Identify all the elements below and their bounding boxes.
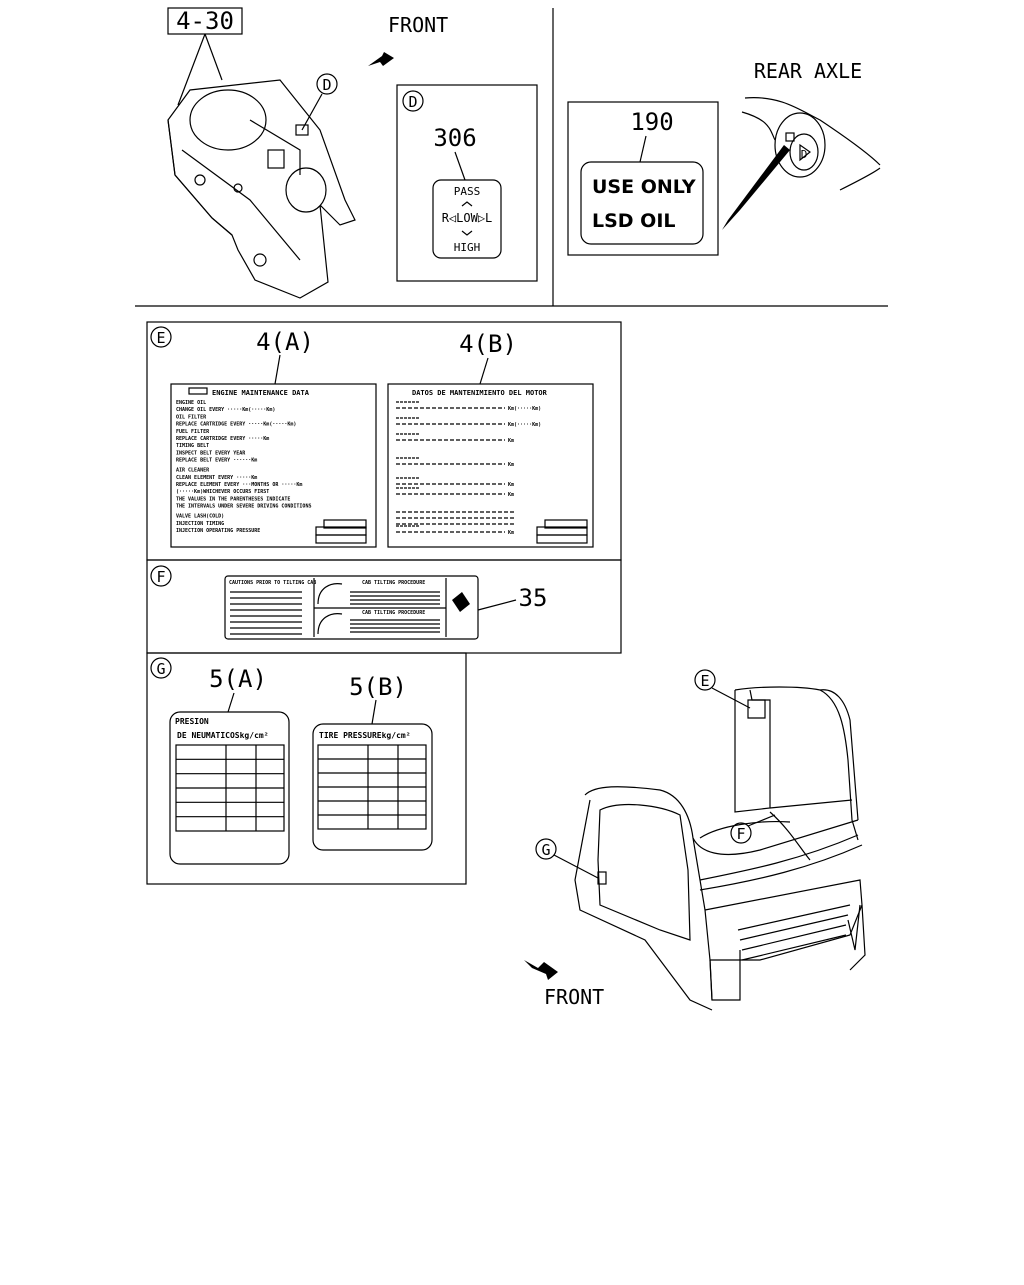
part-number-35: 35 <box>519 584 548 612</box>
label-a-line: REPLACE ELEMENT EVERY ···MONTHS OR ·····… <box>176 482 302 488</box>
cab-tilt-label <box>224 575 479 640</box>
decal-pass: PASS <box>454 185 481 198</box>
label-b-unit: Km <box>508 492 514 498</box>
label-a-line: THE VALUES IN THE PARENTHESES INDICATE <box>176 496 290 502</box>
part-number-4b: 4(B) <box>459 330 517 358</box>
engine-maintenance-label <box>170 383 377 548</box>
front-label-bottom: FRONT <box>544 985 604 1009</box>
tire-pressure-label <box>312 723 433 851</box>
cab-view: E F G FRONT <box>524 669 866 1011</box>
label-b-unit: Km <box>508 530 514 536</box>
cab-callout-f: F <box>736 825 745 843</box>
label-b-unit: Km(·····Km) <box>508 406 541 412</box>
label-a-line: CLEAN ELEMENT EVERY ·····Km <box>176 475 257 481</box>
callout-d-label: D <box>322 76 331 94</box>
part-number-5b: 5(B) <box>349 673 407 701</box>
label-5b-line1: TIRE PRESSUREkg/cm² <box>319 731 411 740</box>
part-number-190: 190 <box>630 108 673 136</box>
label-a-line: OIL FILTER <box>176 414 207 420</box>
label-f-title-right-1: CAB TILTING PROCEDURE <box>362 580 425 586</box>
lsd-oil-panel: 190 USE ONLY LSD OIL REAR AXLE D <box>567 59 881 256</box>
decal-use-only: USE ONLY <box>592 176 696 198</box>
label-a-line: CHANGE OIL EVERY ·····Km(·····Km) <box>176 407 275 413</box>
front-arrow-bottom-icon <box>524 960 558 980</box>
label-a-line: THE INTERVALS UNDER SEVERE DRIVING CONDI… <box>176 504 311 510</box>
panel-e-tag: E <box>156 329 165 347</box>
shift-decal <box>432 179 502 259</box>
panel-f-tag: F <box>156 568 165 586</box>
part-number-5a: 5(A) <box>209 665 267 693</box>
label-a-line: (·····Km)WHICHEVER OCCURS FIRST <box>176 489 269 495</box>
label-a-line: INSPECT BELT EVERY YEAR <box>176 450 246 456</box>
panel-d: D 306 PASS R◁LOW▷L HIGH <box>396 84 538 282</box>
decal-lsd-oil: LSD OIL <box>592 210 676 232</box>
label-b-unit: Km <box>508 438 514 444</box>
panel-d-tag-circle <box>402 90 424 112</box>
panel-e: E 4(A) 4(B) ENGINE MAINTENANCE DATA ENGI… <box>146 321 622 561</box>
label-a-line: FUEL FILTER <box>176 429 210 435</box>
decal-low: R◁LOW▷L <box>442 211 493 225</box>
panel-d-tag: D <box>408 93 417 111</box>
cab-callout-e: E <box>700 672 709 690</box>
bracket-assembly: 4-30 D <box>167 7 356 299</box>
presion-label <box>169 711 290 865</box>
label-a-line: TIMING BELT <box>176 443 209 449</box>
label-5a-line1: PRESION <box>175 717 209 726</box>
label-a-line: VALVE LASH(COLD) <box>176 514 224 520</box>
label-f-title-right-2: CAB TILTING PROCEDURE <box>362 610 425 616</box>
label-5a-line2: DE NEUMATICOSkg/cm² <box>177 731 269 740</box>
label-a-line: REPLACE CARTRIDGE EVERY ·····Km(·····Km) <box>176 422 296 428</box>
ref-label: 4-30 <box>176 7 234 35</box>
part-number-4a: 4(A) <box>256 328 314 356</box>
callout-d-axle: D <box>801 148 808 161</box>
callout-d-circle <box>316 73 338 95</box>
ref-box <box>167 7 243 35</box>
lsd-decal <box>580 161 704 245</box>
label-a-line: INJECTION OPERATING PRESSURE <box>176 528 260 534</box>
label-a-line: INJECTION TIMING <box>176 521 224 527</box>
label-a-line: ENGINE OIL <box>176 400 206 406</box>
panel-g: G 5(A) 5(B) PRESION DE NEUMATICOSkg/cm² … <box>146 652 467 885</box>
front-label-top: FRONT <box>388 13 448 37</box>
label-b-unit: Km(·····Km) <box>508 422 541 428</box>
arrow-icon <box>368 52 394 66</box>
label-a-line: AIR CLEANER <box>176 468 210 474</box>
decal-high: HIGH <box>454 241 481 254</box>
label-location-e <box>747 699 766 719</box>
front-arrow-top: FRONT <box>368 13 448 66</box>
label-f-title-left: CAUTIONS PRIOR TO TILTING CAB <box>229 580 316 586</box>
panel-g-tag: G <box>156 660 165 678</box>
panel-f: F CAUTIONS PRIOR TO TILTING CAB CAB TILT… <box>146 559 622 654</box>
label-a-line: REPLACE CARTRIDGE EVERY ·····Km <box>176 436 269 442</box>
part-number-306: 306 <box>433 124 476 152</box>
label-b-unit: Km <box>508 482 514 488</box>
rear-axle-label: REAR AXLE <box>754 59 862 83</box>
label-a-line: REPLACE BELT EVERY ······Km <box>176 458 257 464</box>
label-b-title: DATOS DE MANTENIMIENTO DEL MOTOR <box>412 389 548 397</box>
label-a-title: ENGINE MAINTENANCE DATA <box>212 389 310 397</box>
cab-callout-g: G <box>541 841 550 859</box>
datos-mantenimiento-label <box>387 383 594 548</box>
label-b-unit: Km <box>508 462 514 468</box>
